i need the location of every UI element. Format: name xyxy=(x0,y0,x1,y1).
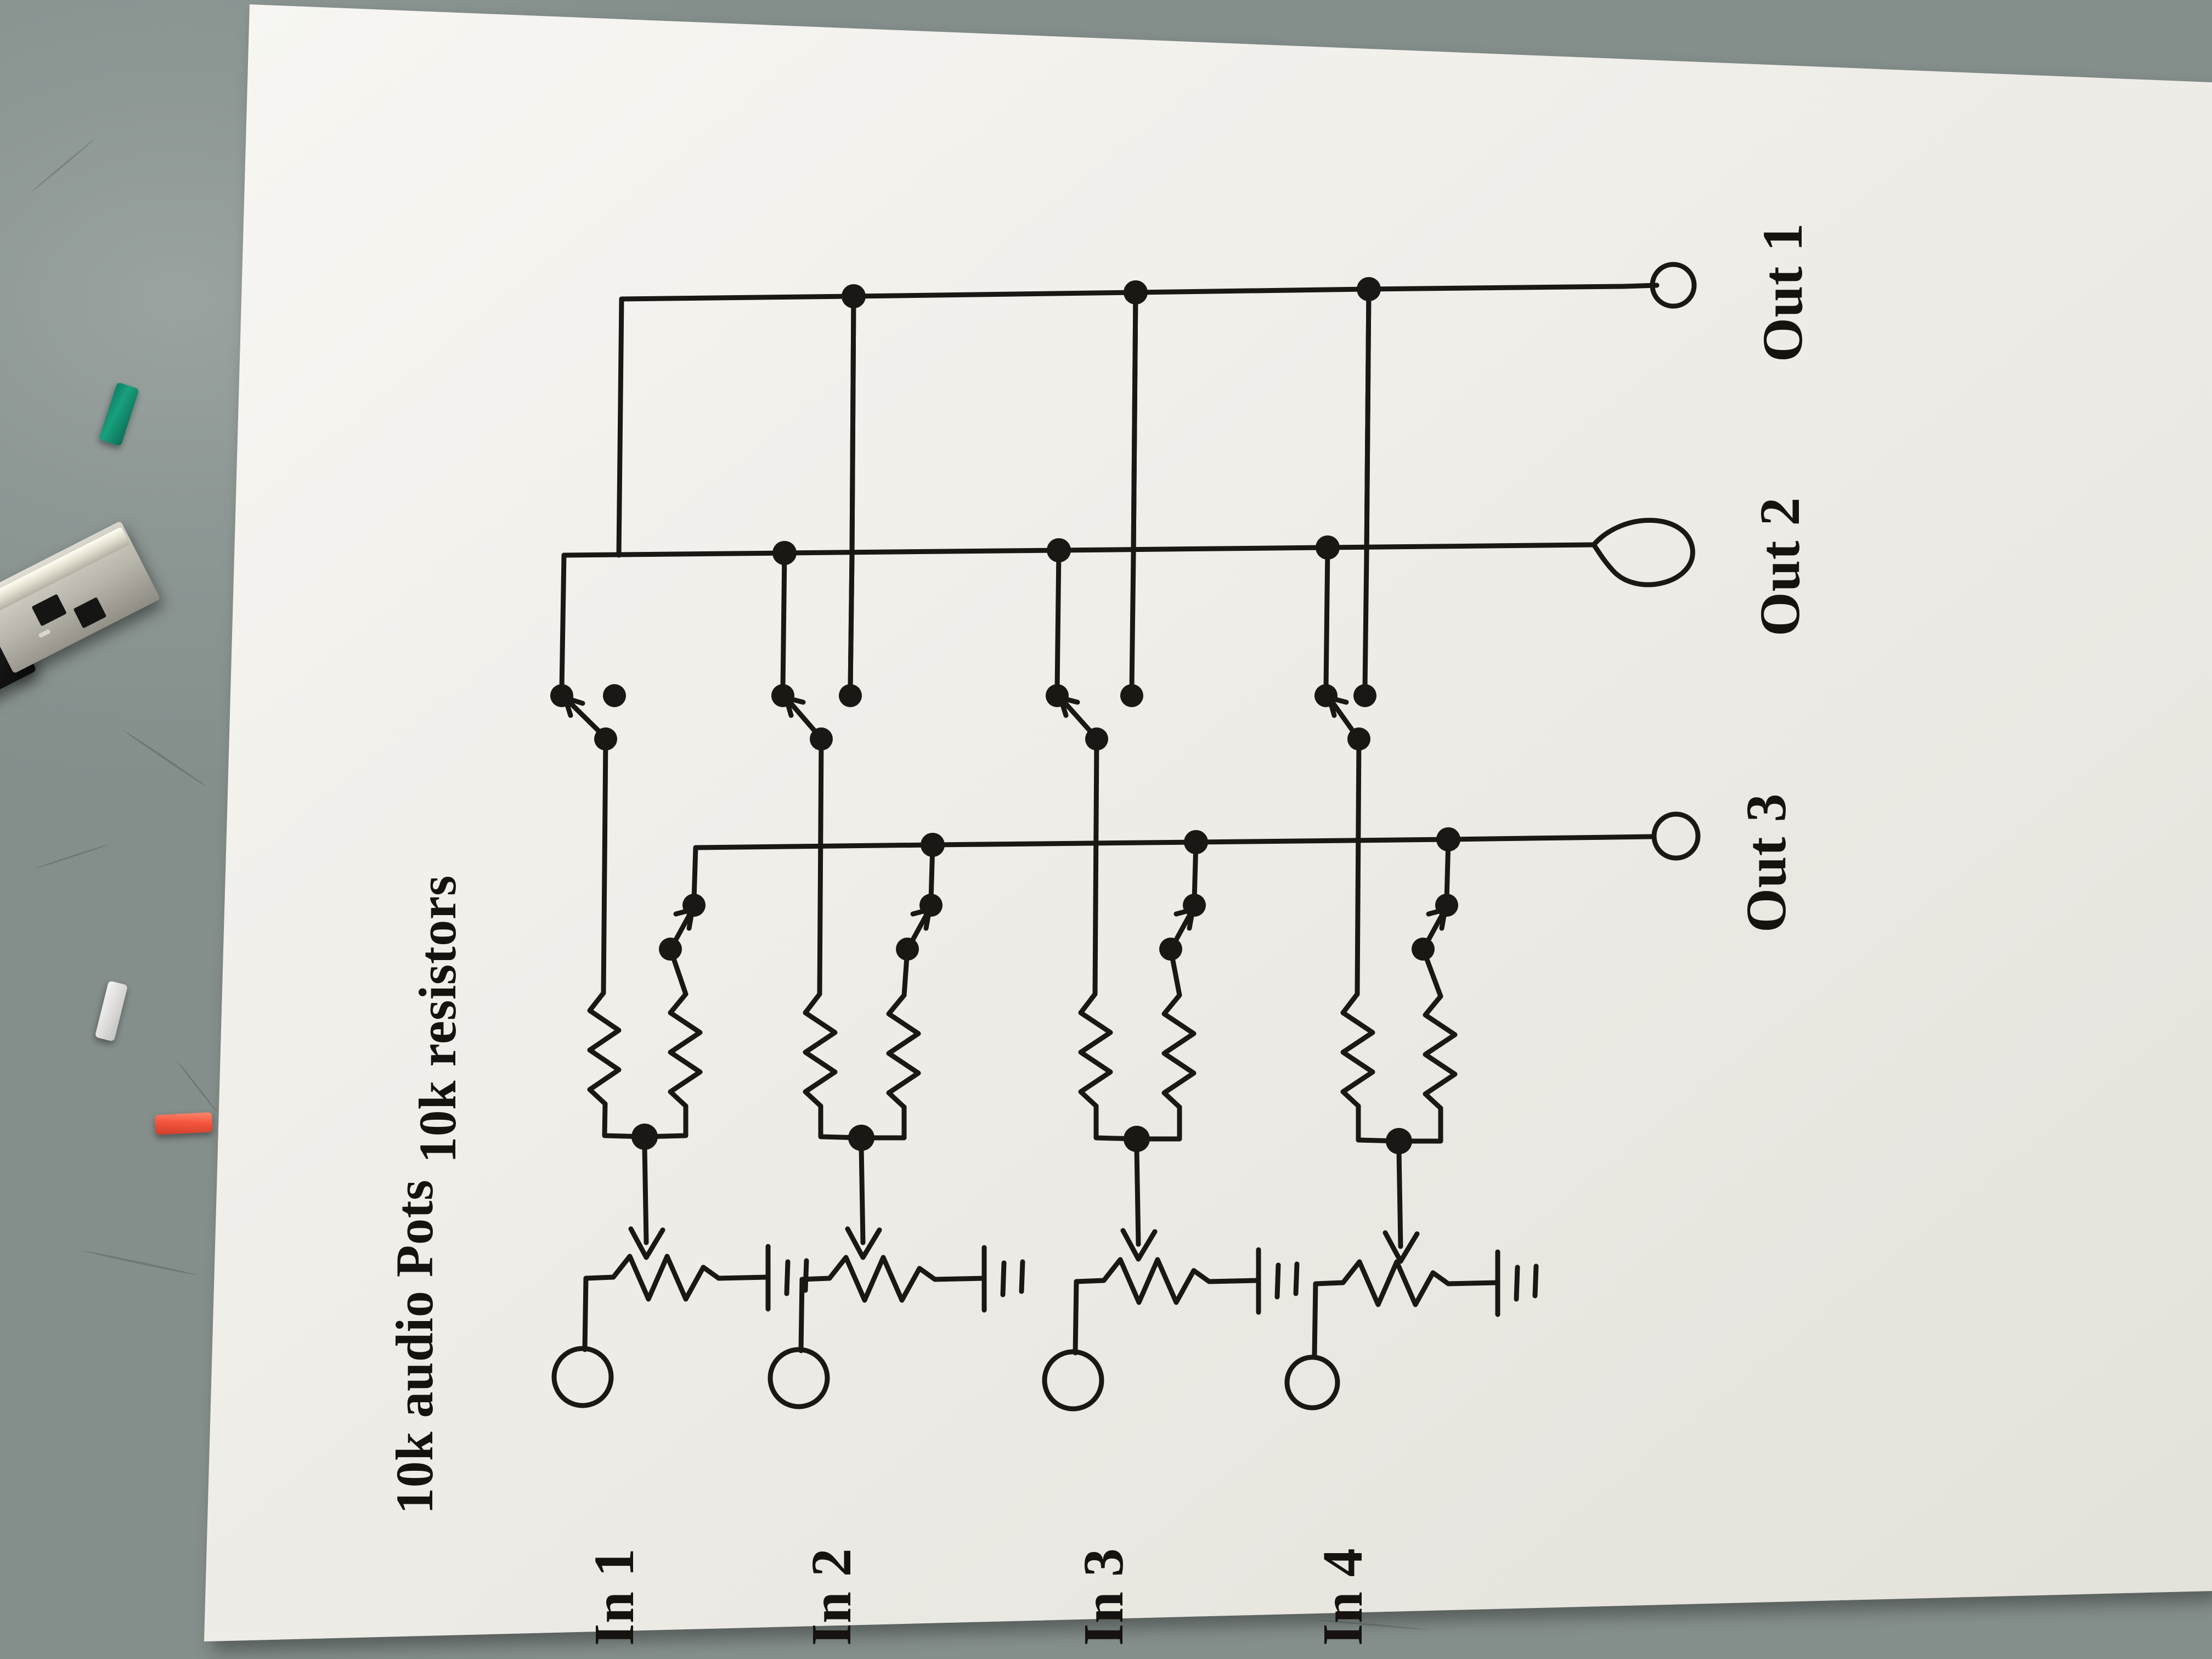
wiper-arrow xyxy=(1120,1228,1158,1262)
out1-jack xyxy=(1650,262,1697,309)
input-label-2: In 2 xyxy=(800,1548,863,1646)
input-label-1: In 1 xyxy=(583,1548,646,1646)
switch-terminal xyxy=(1353,684,1376,707)
switch-blade xyxy=(562,695,605,737)
schematic-ink xyxy=(550,262,1701,1412)
note-pots-label: 10k audio Pots xyxy=(385,1180,444,1514)
switch-blade xyxy=(783,695,820,737)
junction-dot xyxy=(848,1125,874,1151)
wiper-arrow xyxy=(845,1226,882,1260)
input-label-3: In 3 xyxy=(1072,1548,1135,1646)
switch-terminal xyxy=(839,684,862,707)
output-label-2: Out 2 xyxy=(1748,497,1812,636)
channel-4 xyxy=(1284,286,1539,1410)
out2-jack xyxy=(1591,517,1695,588)
ground-bar-3 xyxy=(803,1258,809,1293)
in1-jack xyxy=(551,1346,614,1408)
channel-3 xyxy=(1042,286,1372,1412)
output-label-3: Out 3 xyxy=(1735,793,1798,933)
wiper-arrow xyxy=(1383,1230,1420,1264)
ground-bar-2 xyxy=(784,1259,791,1296)
switch-terminal xyxy=(603,684,626,707)
switch-blade xyxy=(1327,695,1358,737)
in4-jack xyxy=(1284,1355,1340,1410)
output-label-1: Out 1 xyxy=(1751,223,1814,362)
in2-jack xyxy=(768,1347,830,1409)
junction-dot xyxy=(631,1124,658,1150)
junction-dot xyxy=(1124,1126,1150,1152)
switch-terminal xyxy=(1120,684,1143,707)
note-resistors-label: 10k resistors xyxy=(408,875,467,1163)
junction-dot xyxy=(1386,1128,1412,1154)
in3-jack xyxy=(1042,1349,1104,1412)
switch-blade xyxy=(1058,695,1096,737)
paper-polygon xyxy=(204,4,2212,1641)
input-label-4: In 4 xyxy=(1311,1548,1374,1646)
out3-jack xyxy=(1651,811,1701,861)
wiper-arrow xyxy=(628,1226,665,1260)
